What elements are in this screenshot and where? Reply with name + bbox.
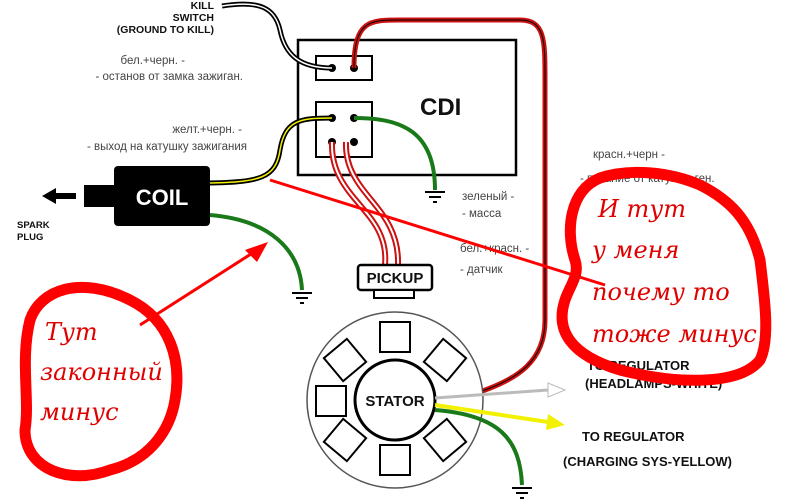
diagram-shape [84,185,114,207]
diagram-shape [353,19,546,396]
coil-box [114,166,210,226]
diagram-shape [344,141,400,266]
diagram-label: законный [40,358,163,386]
regulator-yellow-label: TO REGULATOR [582,429,685,444]
left-annotation-text: Тут [45,318,98,346]
diagram-label: - масса [462,208,502,220]
coil-label: COIL [136,185,189,210]
diagram-shape [422,417,468,463]
diagram-label: - выход на катушку зажигания [87,141,247,153]
diagram-shape [315,385,347,417]
diagram-shape [245,242,268,262]
diagram-label: - останов от замка зажиган. [96,71,243,83]
stator-ground-wire [434,408,524,486]
stator-label: STATOR [365,393,424,410]
diagram-label: (CHARGING SYS-YELLOW) [563,454,732,469]
spark-plug-label: SPARK [17,220,50,231]
cdi-label: CDI [420,94,461,121]
diagram-shape [350,138,358,146]
diagram-shape [322,337,368,383]
diagram-shape [322,417,368,463]
pickup-label: PICKUP [367,270,424,287]
diagram-label: (GROUND TO KILL) [117,24,214,36]
right-annotation-arrow [269,178,606,287]
diagram-shape [547,382,567,398]
coil-ground-wire [209,213,304,291]
diagram-shape [379,321,411,353]
green-label: зеленый - [462,191,514,203]
diagram-label: у меня [591,236,679,264]
cdi-ground-wire [353,116,437,191]
diagram-shape [379,444,411,476]
diagram-shape [54,193,76,199]
diagram-label: SWITCH [173,12,214,24]
left-annotation-circle [19,281,183,482]
right-annotation-circle [556,166,772,386]
ground-icon [512,487,532,499]
yellow-black-label: желт.+черн. - [172,124,242,136]
diagram-shape [546,414,565,430]
diagram-label: почему то [592,278,730,306]
yellow-wire [434,403,549,424]
diagram-shape [373,289,415,299]
diagram-label: тоже минус [592,320,757,348]
stator-poles [315,321,468,476]
white-wire [434,388,549,400]
red-black-label: красн.+черн - [593,149,665,161]
diagram-shape [209,117,333,184]
diagram-shape [221,3,333,69]
diagram-shape [422,337,468,383]
diagram-shape [330,141,387,266]
kill-switch-label: KILL SWITCH (GROUND TO KILL) [117,0,215,36]
spark-arrow-icon [42,188,56,204]
white-black-label: бел.+черн. - [121,55,186,67]
diagram-label: PLUG [17,232,43,243]
diagram-label: KILL [191,0,215,12]
left-annotation-arrow [139,243,266,327]
diagram-label: - датчик [460,264,504,276]
diagram-label: минус [40,398,119,426]
diagram-shape [353,358,437,442]
ground-icon [292,292,312,304]
right-annotation-text: И тут [597,195,686,223]
ground-icon [425,191,445,203]
